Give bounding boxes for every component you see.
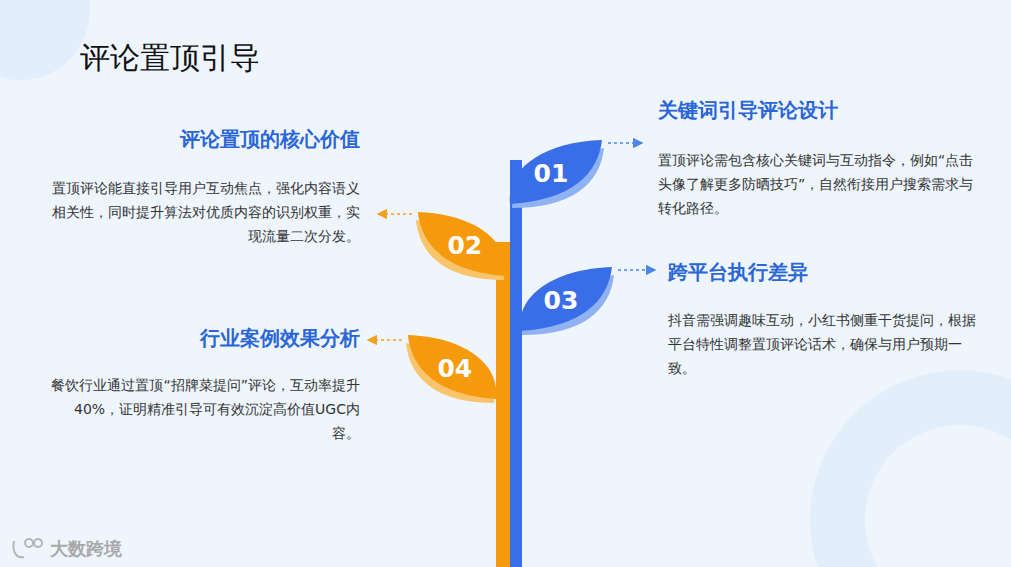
- slide-title: 评论置顶引导: [80, 38, 260, 79]
- leaf-body: [520, 267, 612, 331]
- section-body: 置顶评论需包含核心关键词与互动指令，例如“点击头像了解更多防晒技巧”，自然衔接用…: [658, 148, 980, 220]
- leaf-body: [418, 212, 507, 276]
- orange-trunk: [496, 242, 510, 567]
- section-heading: 跨平台执行差异: [668, 259, 808, 286]
- leader-arrow: [378, 213, 412, 215]
- leaf-node: 02: [414, 210, 510, 282]
- leaf-node: 04: [404, 333, 500, 405]
- leader-arrow: [368, 339, 402, 341]
- leaf-body: [408, 335, 497, 399]
- leader-arrow: [618, 269, 655, 271]
- deco-circle: [0, 0, 90, 80]
- callout-number: 02: [447, 230, 482, 259]
- leaf-node: 01: [506, 138, 606, 210]
- callout-number: 04: [437, 353, 472, 382]
- watermark: 大数跨境: [50, 537, 122, 561]
- section-body: 抖音需强调趣味互动，小红书侧重干货提问，根据平台特性调整置顶评论话术，确保与用户…: [668, 308, 986, 380]
- section-heading: 评论置顶的核心价值: [180, 126, 360, 153]
- section-body: 置顶评论能直接引导用户互动焦点，强化内容语义相关性，同时提升算法对优质内容的识别…: [48, 176, 360, 248]
- section-heading: 关键词引导评论设计: [658, 97, 838, 124]
- blue-trunk: [510, 160, 522, 567]
- watermark-logo: [13, 539, 42, 557]
- section-body: 餐饮行业通过置顶“招牌菜提问”评论，互动率提升40%，证明精准引导可有效沉淀高价…: [48, 373, 360, 445]
- section-heading: 行业案例效果分析: [200, 325, 360, 352]
- callout-number: 01: [534, 158, 569, 187]
- leaf-body: [510, 140, 602, 204]
- leaf-node: 03: [516, 265, 616, 337]
- deco-circle: [810, 370, 1011, 567]
- deco-circle: [865, 425, 1011, 567]
- callout-number: 03: [544, 285, 579, 314]
- leader-arrow: [608, 142, 642, 144]
